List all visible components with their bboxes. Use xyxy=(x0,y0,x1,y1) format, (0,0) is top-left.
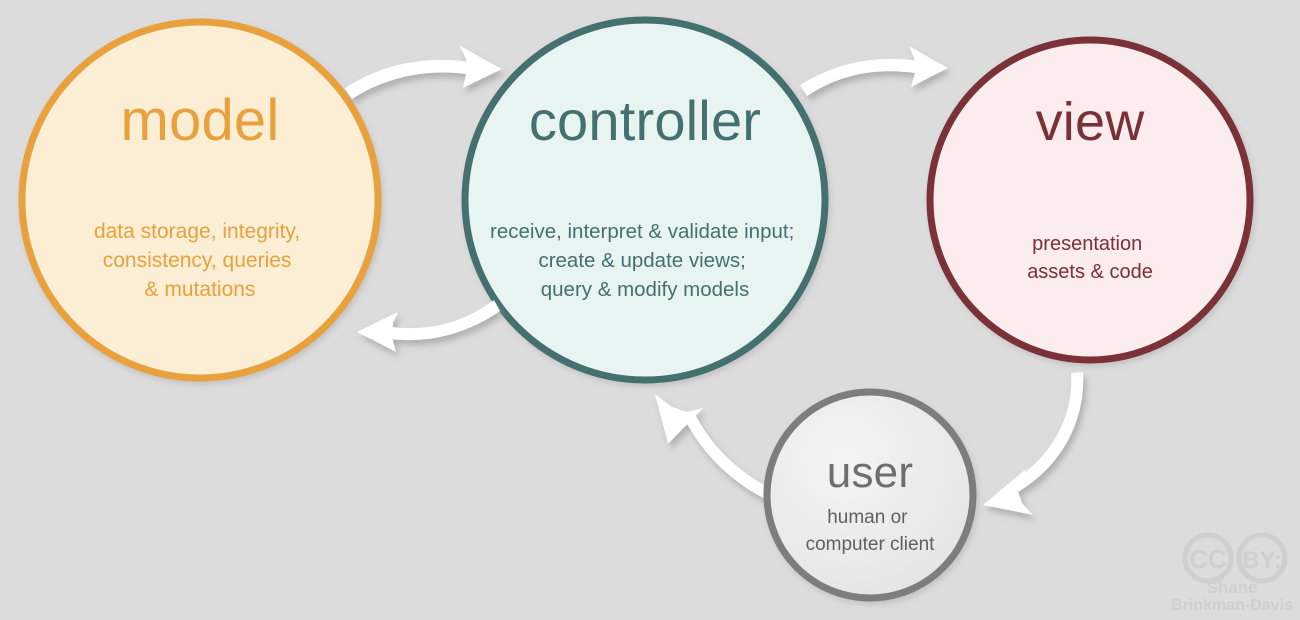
controller-body-line-1: create & update views; xyxy=(538,249,745,272)
cc-badge-circle xyxy=(1182,532,1234,584)
arrow-user-to-controller-head xyxy=(655,394,703,444)
controller-body-line-2: query & modify models xyxy=(541,278,750,301)
user-circle xyxy=(763,388,977,602)
user-body-line-1: computer client xyxy=(806,534,936,555)
arrow-model-to-controller-head xyxy=(460,46,502,88)
node-model[interactable]: model data storage, integrity, consisten… xyxy=(18,18,382,382)
arrow-controller-to-model-shaft xyxy=(390,300,500,341)
arrow-controller-to-view xyxy=(800,46,948,96)
watermark-author-line-2: Brinkman-Davis xyxy=(1171,597,1293,614)
arrow-controller-to-model-head xyxy=(357,312,398,352)
view-body-line-1: assets & code xyxy=(1027,261,1153,283)
controller-title: controller xyxy=(529,89,761,152)
view-circle xyxy=(926,36,1254,364)
model-circle xyxy=(18,18,382,382)
node-controller[interactable]: controller receive, interpret & validate… xyxy=(461,16,829,384)
arrow-model-to-controller-shaft xyxy=(345,59,470,99)
model-body: data storage, integrity, consistency, qu… xyxy=(94,220,306,301)
view-title: view xyxy=(1036,92,1146,152)
view-body: presentation assets & code xyxy=(1027,233,1153,283)
by-badge-label: BY: xyxy=(1242,547,1282,574)
model-title: model xyxy=(121,88,280,153)
arrow-controller-to-model xyxy=(357,300,500,352)
model-body-line-2: & mutations xyxy=(145,278,256,301)
cc-badge-label: CC xyxy=(1189,544,1227,574)
controller-circle xyxy=(461,16,829,384)
watermark-author-line-1: Shane xyxy=(1206,578,1257,597)
cc-by-watermark[interactable]: CC BY: Shane Brinkman-Davis xyxy=(1171,532,1293,614)
arrow-controller-to-view-shaft xyxy=(800,58,918,96)
user-body-line-0: human or xyxy=(827,507,908,528)
arrow-controller-to-view-head xyxy=(909,46,948,87)
controller-body: receive, interpret & validate input; cre… xyxy=(490,220,800,301)
node-user[interactable]: user human or computer client xyxy=(763,388,977,602)
arrow-view-to-user-head xyxy=(983,469,1033,515)
model-body-line-1: consistency, queries xyxy=(103,249,292,272)
arrow-model-to-controller xyxy=(345,46,502,99)
by-badge-circle xyxy=(1236,532,1288,584)
view-body-line-0: presentation xyxy=(1032,233,1142,255)
user-title: user xyxy=(827,448,913,497)
arrow-view-to-user xyxy=(983,372,1084,515)
controller-body-line-0: receive, interpret & validate input; xyxy=(490,220,794,243)
node-view[interactable]: view presentation assets & code xyxy=(926,36,1254,364)
user-body: human or computer client xyxy=(806,507,936,555)
model-body-line-0: data storage, integrity, xyxy=(94,220,300,243)
